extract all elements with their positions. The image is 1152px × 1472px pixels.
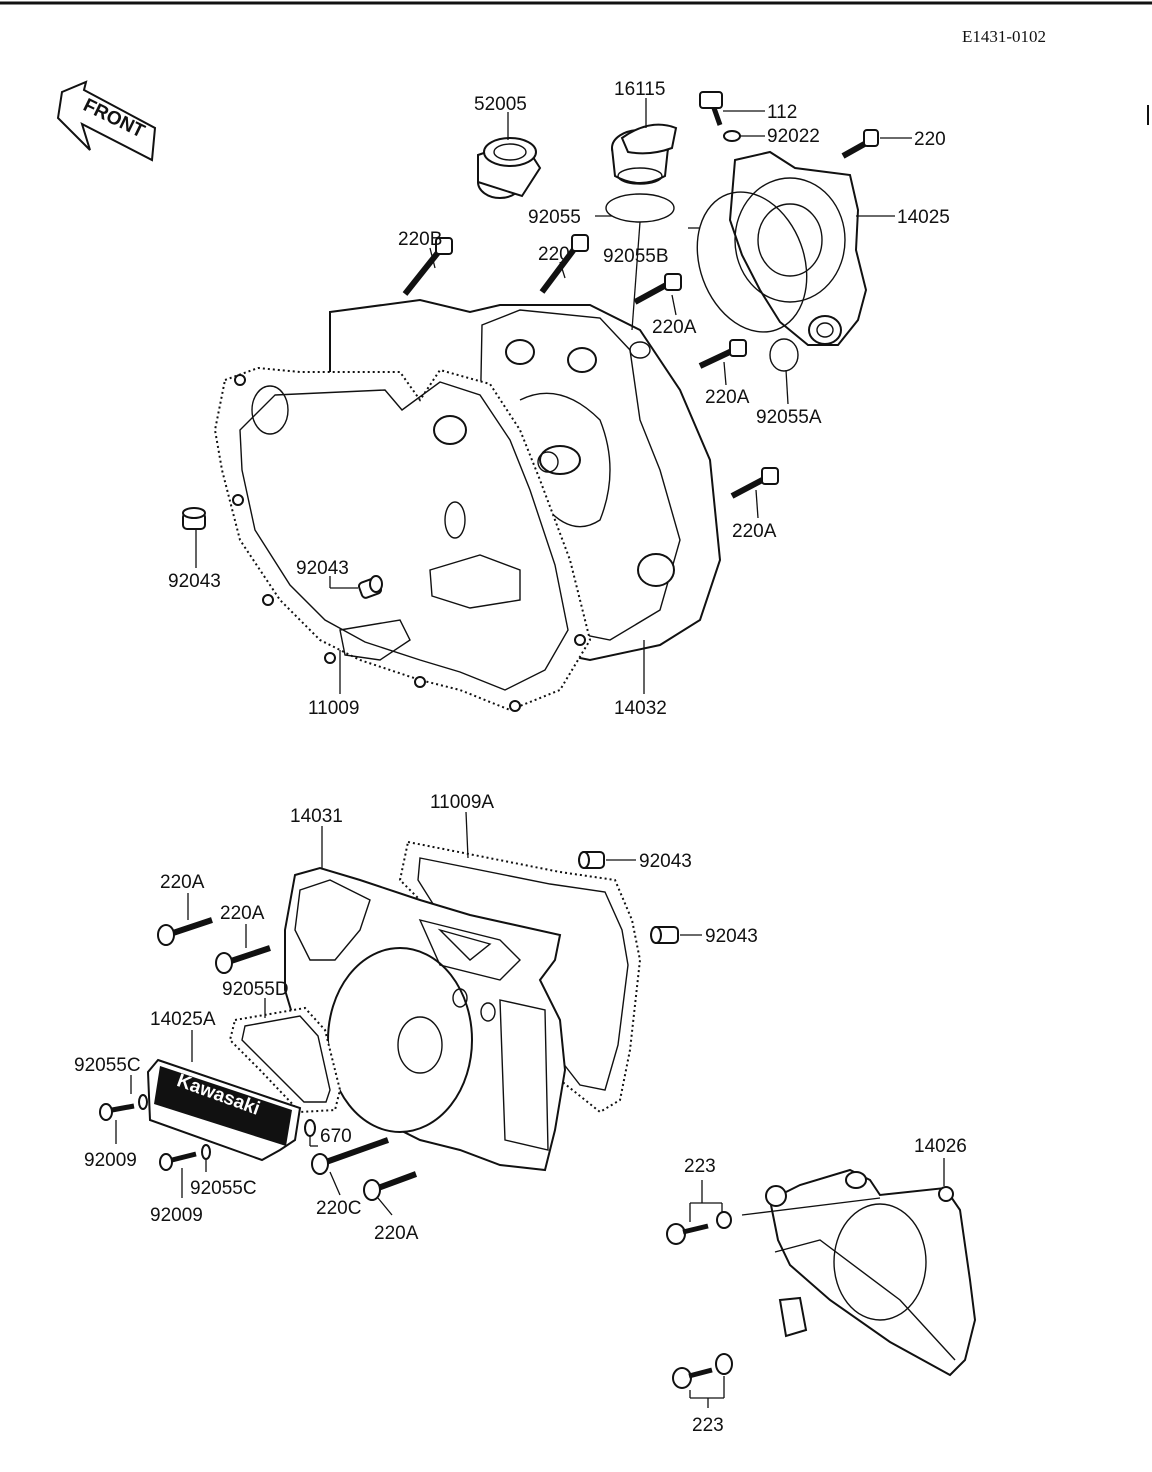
label-14031: 14031: [290, 806, 343, 827]
bolt-220A-2: [698, 339, 747, 369]
label-220A-1: 220A: [652, 317, 697, 338]
dowel-pin-92043-right-1: [578, 851, 605, 869]
label-223-bottom: 223: [692, 1415, 724, 1436]
label-92009-1: 92009: [84, 1150, 137, 1171]
label-16115: 16115: [614, 79, 665, 100]
label-670: 670: [320, 1126, 352, 1147]
label-92055C-2: 92055C: [190, 1178, 257, 1199]
oil-filler-cap-16115: [611, 123, 678, 185]
washer-92022: [723, 130, 741, 142]
bolt-220A-6: [363, 1171, 418, 1201]
label-220A-6: 220A: [374, 1223, 419, 1244]
gasket-11009: [213, 366, 592, 712]
label-92043-right-1: 92043: [639, 851, 692, 872]
label-220A-4: 220A: [160, 872, 205, 893]
washer-92055C-1: [138, 1094, 148, 1110]
label-220-mid: 220: [538, 244, 570, 265]
label-92022: 92022: [767, 126, 820, 147]
label-220-top-right: 220: [914, 129, 946, 150]
gasket-92055D: [228, 1006, 342, 1114]
bolt-220A-5: [215, 945, 271, 974]
label-52005: 52005: [474, 94, 527, 115]
bolt-220-mid: [539, 234, 589, 294]
gasket-92055D-inner: [241, 1015, 331, 1103]
label-220A-2: 220A: [705, 387, 750, 408]
label-220A-5: 220A: [220, 903, 265, 924]
cover-plate-14025A: Kawasaki: [146, 1058, 302, 1162]
label-14025: 14025: [897, 207, 950, 228]
pump-cover-14025: [728, 150, 868, 346]
label-92009-2: 92009: [150, 1205, 203, 1226]
label-220A-3: 220A: [732, 521, 777, 542]
front-arrow-icon: FRONT: [56, 80, 157, 162]
bolt-112: [699, 91, 723, 126]
label-92043-center: 92043: [296, 558, 349, 579]
o-ring-92055B: [696, 191, 808, 333]
bolt-220-top-right: [841, 129, 879, 159]
bolt-220A-3: [730, 467, 779, 499]
bolt-220A-1: [633, 273, 682, 305]
label-92043-right-2: 92043: [705, 926, 758, 947]
chain-cover-14026: [765, 1168, 977, 1377]
dowel-pin-92043-right-2: [650, 926, 679, 944]
dowel-670: [304, 1119, 316, 1137]
label-14032: 14032: [614, 698, 667, 719]
label-14025A: 14025A: [150, 1009, 216, 1030]
label-92055A: 92055A: [756, 407, 822, 428]
label-92055C-1: 92055C: [74, 1055, 141, 1076]
label-92055D: 92055D: [222, 979, 289, 1000]
screw-223-bottom: [672, 1353, 733, 1389]
dowel-pin-92043-center: [357, 575, 383, 599]
label-112: 112: [767, 102, 797, 123]
washer-92055C-2: [201, 1144, 211, 1160]
bottom-leader-lines: [115, 811, 945, 1408]
label-92055: 92055: [528, 207, 581, 228]
bolt-220A-4: [157, 917, 213, 946]
label-92055B: 92055B: [603, 246, 669, 267]
bolt-92009-2: [159, 1151, 197, 1171]
bolt-92009-1: [99, 1103, 135, 1121]
label-220C: 220C: [316, 1198, 361, 1219]
label-11009A: 11009A: [430, 792, 494, 813]
diagram-code: E1431-0102: [962, 27, 1046, 46]
dowel-pin-92043-left: [182, 507, 206, 530]
cover-14031: [284, 866, 567, 1172]
label-11009: 11009: [308, 698, 359, 719]
o-ring-92055: [605, 193, 675, 223]
label-92043-left: 92043: [168, 571, 221, 592]
sleeve-52005: [477, 137, 542, 199]
label-220B: 220B: [398, 229, 442, 250]
label-223-top: 223: [684, 1156, 716, 1177]
o-ring-92055A: [769, 338, 799, 372]
bolt-220C: [311, 1137, 390, 1175]
label-14026: 14026: [914, 1136, 967, 1157]
bolt-220B: [402, 237, 453, 296]
top-leader-lines: [195, 98, 912, 694]
screw-223-top: [666, 1211, 732, 1245]
